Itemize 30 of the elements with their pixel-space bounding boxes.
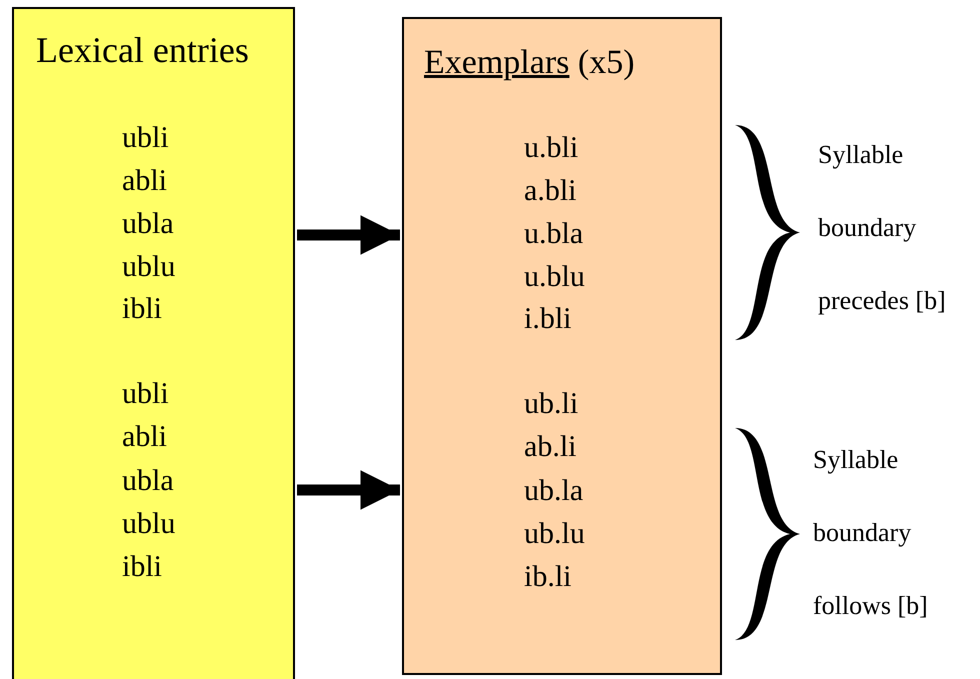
word: ibli (122, 292, 162, 325)
arrow (297, 470, 400, 510)
word: ib.li (524, 560, 572, 593)
word: ub.la (524, 474, 584, 507)
brace-note: Syllable boundary follows [b] (813, 444, 929, 622)
word: u.bla (524, 217, 584, 250)
word: ub.li (524, 387, 578, 420)
arrow (297, 215, 400, 255)
word: ubla (122, 464, 174, 497)
word: ubli (122, 377, 169, 410)
word: ublu (122, 250, 176, 283)
word: ubli (122, 121, 169, 154)
curly-brace (735, 125, 800, 340)
word: a.bli (524, 174, 576, 207)
word: ibli (122, 550, 162, 583)
word: u.blu (524, 260, 585, 293)
word: u.bli (524, 131, 578, 164)
word: abli (122, 164, 167, 197)
box-heading: Exemplars (x5) (424, 44, 635, 82)
word: ubla (122, 207, 174, 240)
list-box (402, 17, 722, 675)
box-heading: Lexical entries (36, 31, 249, 71)
word: ub.lu (524, 517, 585, 550)
curly-brace (735, 428, 800, 640)
word: abli (122, 420, 167, 453)
brace-note: Syllable boundary precedes [b] (818, 139, 947, 317)
word: i.bli (524, 302, 572, 335)
word: ab.li (524, 430, 576, 463)
list-box (12, 7, 295, 679)
word: ublu (122, 507, 176, 540)
